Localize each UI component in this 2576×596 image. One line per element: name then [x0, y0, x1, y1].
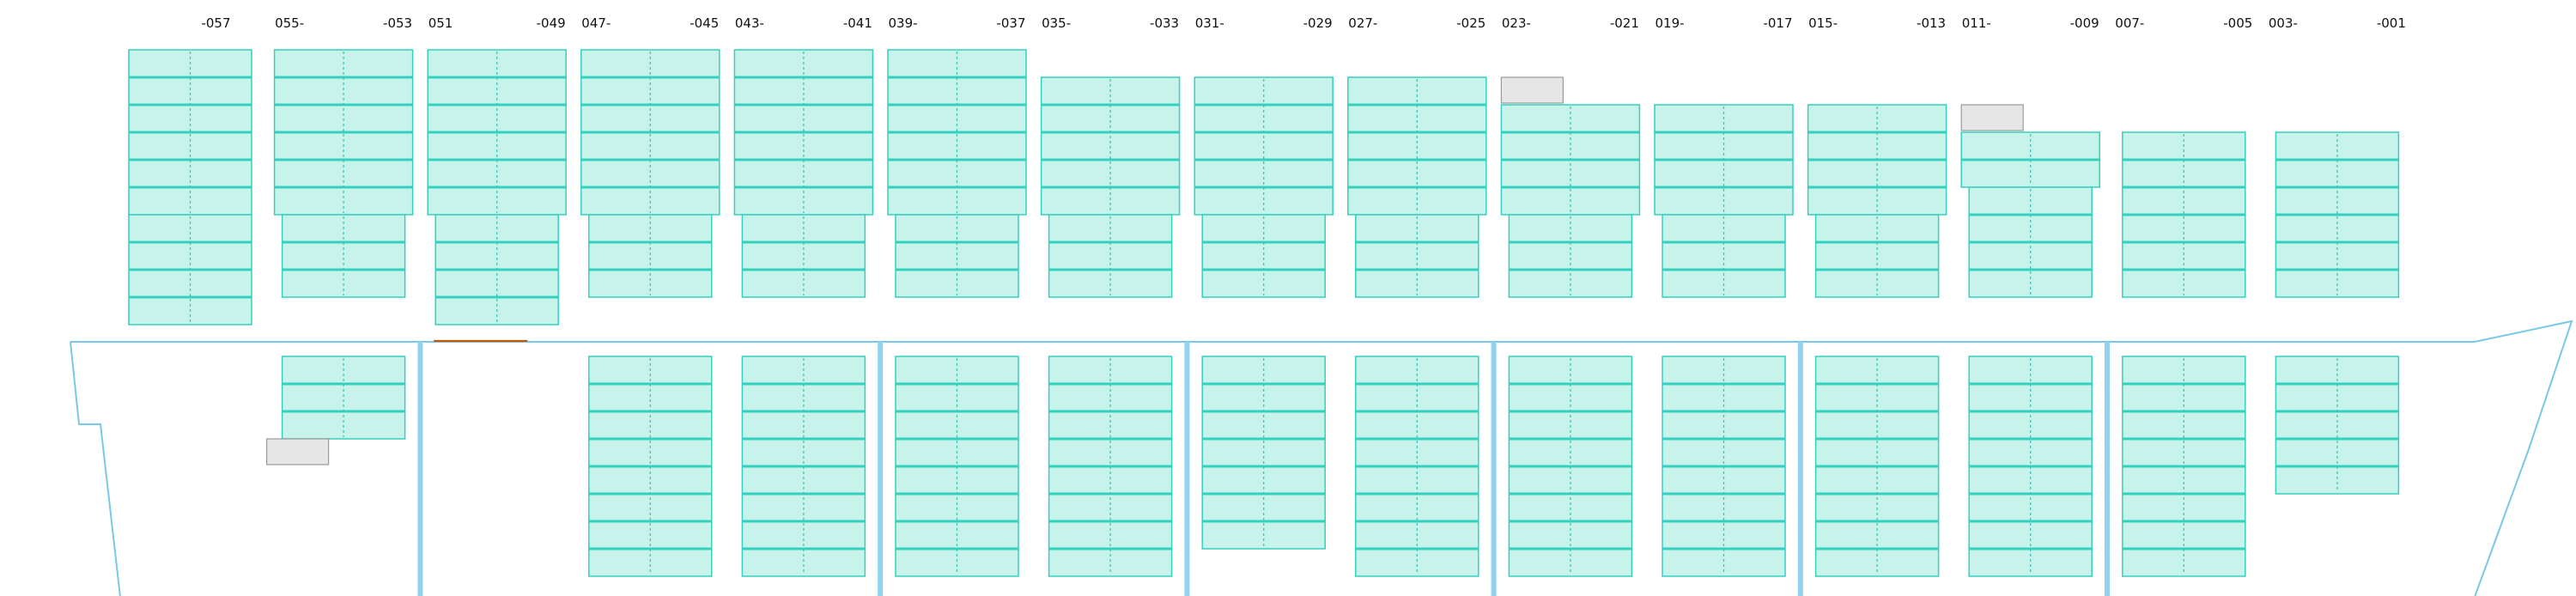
deck-lower-stack — [281, 214, 406, 298]
deck-lower-stack — [741, 214, 866, 298]
bay-label: -045 — [690, 15, 719, 31]
deck-upper-stack — [887, 49, 1027, 216]
ship-hull — [70, 319, 2573, 596]
deck-lower-stack — [588, 214, 713, 298]
bulkhead — [1797, 342, 1803, 596]
hold-stack — [1355, 356, 1479, 577]
bay-label: 047- — [581, 15, 611, 31]
bulkhead — [2105, 342, 2110, 596]
hatch-cover — [1960, 104, 2024, 131]
bay-label: 007- — [2115, 15, 2144, 31]
deck-stowage — [128, 49, 2400, 325]
hold-stack — [741, 356, 866, 577]
bay-label: -041 — [843, 15, 872, 31]
bay-label: -037 — [996, 15, 1025, 31]
bay-label: -013 — [1917, 15, 1946, 31]
bay-label: -021 — [1610, 15, 1639, 31]
bay-label: 035- — [1042, 15, 1071, 31]
deck-upper-stack — [1040, 76, 1181, 216]
hatch-cover — [1500, 76, 1564, 104]
bay-label: 031- — [1195, 15, 1224, 31]
deck-upper-stack — [273, 49, 414, 216]
bay-label: 015- — [1808, 15, 1838, 31]
bay-label: -029 — [1303, 15, 1333, 31]
bay-label: -049 — [537, 15, 566, 31]
bulkhead — [1491, 342, 1497, 596]
deck-lower-stack — [895, 214, 1019, 298]
hull-outline — [70, 319, 2573, 596]
bay-label: -001 — [2377, 15, 2406, 31]
hold-stack — [895, 356, 1019, 577]
deck-upper-stack — [2275, 131, 2400, 298]
hull-extras — [266, 76, 2024, 465]
deck-upper-stack — [1194, 76, 1334, 216]
hold-stack — [1814, 356, 1940, 577]
hold-stack — [1968, 356, 2093, 577]
deck-upper-stack — [1807, 104, 1947, 216]
bay-label: 039- — [889, 15, 918, 31]
bay-label: 055- — [275, 15, 304, 31]
bay-label: 023- — [1502, 15, 1531, 31]
bay-label: -005 — [2223, 15, 2252, 31]
hold-stack — [1201, 356, 1326, 550]
bay-label: -053 — [383, 15, 412, 31]
deck-upper-stack — [128, 49, 252, 216]
deck-upper-stack — [427, 49, 567, 216]
hatch-cover — [266, 438, 330, 465]
hold-stack — [1048, 356, 1173, 577]
bay-label: -057 — [201, 15, 230, 31]
bay-label: 003- — [2269, 15, 2298, 31]
deck-lower-stack — [1508, 214, 1633, 298]
bay-label: 051 — [428, 15, 453, 31]
bulkhead — [417, 342, 423, 596]
deck-lower-stack — [1968, 186, 2093, 298]
bay-labels: -057 055- -053 051 -049 047- -045 043- -041 039- -… — [201, 15, 2405, 31]
hold-stowage — [281, 356, 2400, 577]
deck-upper-stack — [2122, 131, 2246, 298]
hold-stack — [281, 356, 406, 440]
bulkhead — [1184, 342, 1190, 596]
hold-stack — [2275, 356, 2400, 495]
deck-upper-stack — [580, 49, 720, 216]
bay-label: 019- — [1656, 15, 1685, 31]
deck-lower-stack — [1201, 214, 1326, 298]
hold-stack — [1662, 356, 1786, 577]
bay-label: -017 — [1763, 15, 1792, 31]
deck-lower-stack — [1814, 214, 1940, 298]
bay-label: -009 — [2070, 15, 2099, 31]
bay-label: 043- — [735, 15, 764, 31]
hold-stack — [588, 356, 713, 577]
bulkhead — [878, 342, 884, 596]
deck-lower-stack — [434, 214, 559, 325]
deck-upper-stack — [1654, 104, 1794, 216]
deck-lower-stack — [1355, 214, 1479, 298]
deck-upper-stack — [1347, 76, 1487, 216]
bay-label: -033 — [1150, 15, 1179, 31]
deck-upper-stack — [1500, 104, 1641, 216]
bay-label: 027- — [1348, 15, 1377, 31]
deck-lower-stack — [1048, 214, 1173, 298]
hold-stack — [1508, 356, 1633, 577]
bay-label: -025 — [1456, 15, 1485, 31]
bay-label: 011- — [1962, 15, 1991, 31]
deck-upper-stack — [1960, 131, 2100, 188]
deck-upper-stack — [733, 49, 874, 216]
deck-lower-stack — [1662, 214, 1786, 298]
hold-stack — [2122, 356, 2246, 577]
deck-lower-stack — [128, 214, 252, 325]
